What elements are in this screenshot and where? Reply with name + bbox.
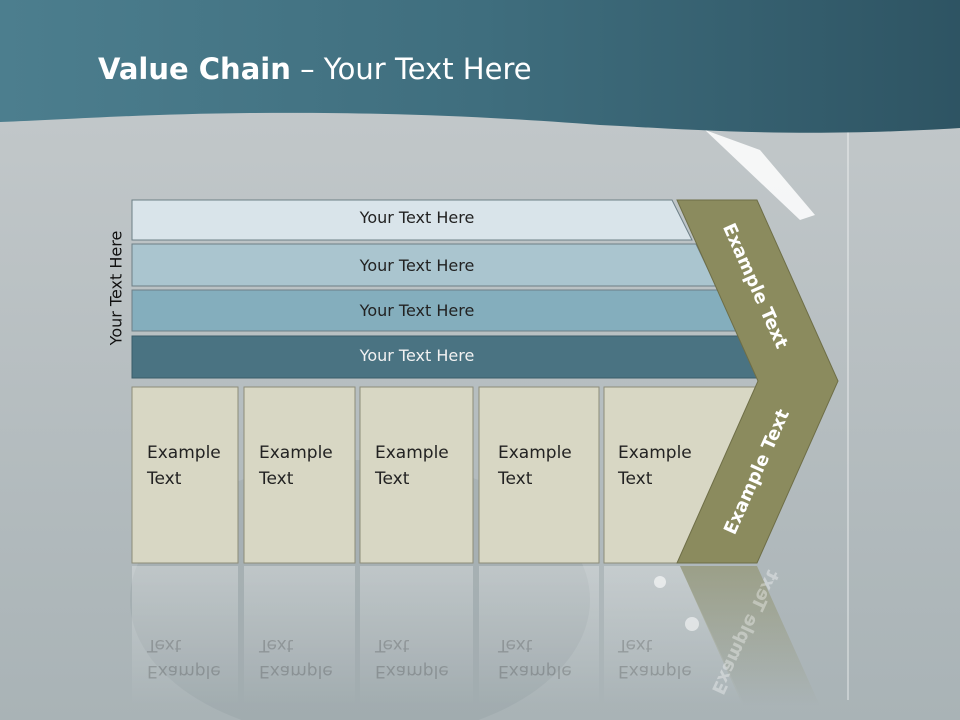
chevron-reflection [680, 566, 820, 706]
box-3-reflection [360, 566, 473, 706]
box-3-line2: Text [375, 469, 410, 489]
row-2-label: Your Text Here [359, 256, 475, 275]
box-3-shape [359, 386, 474, 564]
box-5-line2: Text [618, 469, 653, 489]
header-band [0, 0, 960, 133]
box-4-line1: Example [498, 443, 572, 463]
box-1-shape [131, 386, 239, 564]
box-2-line2: Text [259, 469, 294, 489]
box-1-reflection [132, 566, 238, 706]
box-2-line1: Example [259, 443, 333, 463]
box-2-shape [243, 386, 356, 564]
row-1-shape [131, 199, 693, 241]
box-1-line1: Example [147, 443, 221, 463]
row-4-label: Your Text Here [359, 346, 475, 365]
box-5-reflection [604, 566, 745, 706]
bg-bokeh-1 [654, 576, 666, 588]
box-4-shape [478, 386, 600, 564]
row-3-label: Your Text Here [359, 301, 475, 320]
box-4-reflection [479, 566, 599, 706]
bg-light-streak [705, 130, 815, 220]
chevron-shape [676, 199, 839, 564]
slide-title: Value Chain – Your Text Here [98, 52, 532, 86]
box-4-line2: Text [498, 469, 533, 489]
title-rest: – Your Text Here [290, 52, 532, 86]
side-label: Your Text Here [106, 230, 126, 346]
bg-bokeh-2 [685, 617, 699, 631]
box-5-line1: Example [618, 443, 692, 463]
box-1-line2: Text [147, 469, 182, 489]
box-3-line1: Example [375, 443, 449, 463]
title-bold: Value Chain [98, 52, 291, 86]
row-1-label: Your Text Here [359, 208, 475, 227]
box-2-reflection [244, 566, 355, 706]
